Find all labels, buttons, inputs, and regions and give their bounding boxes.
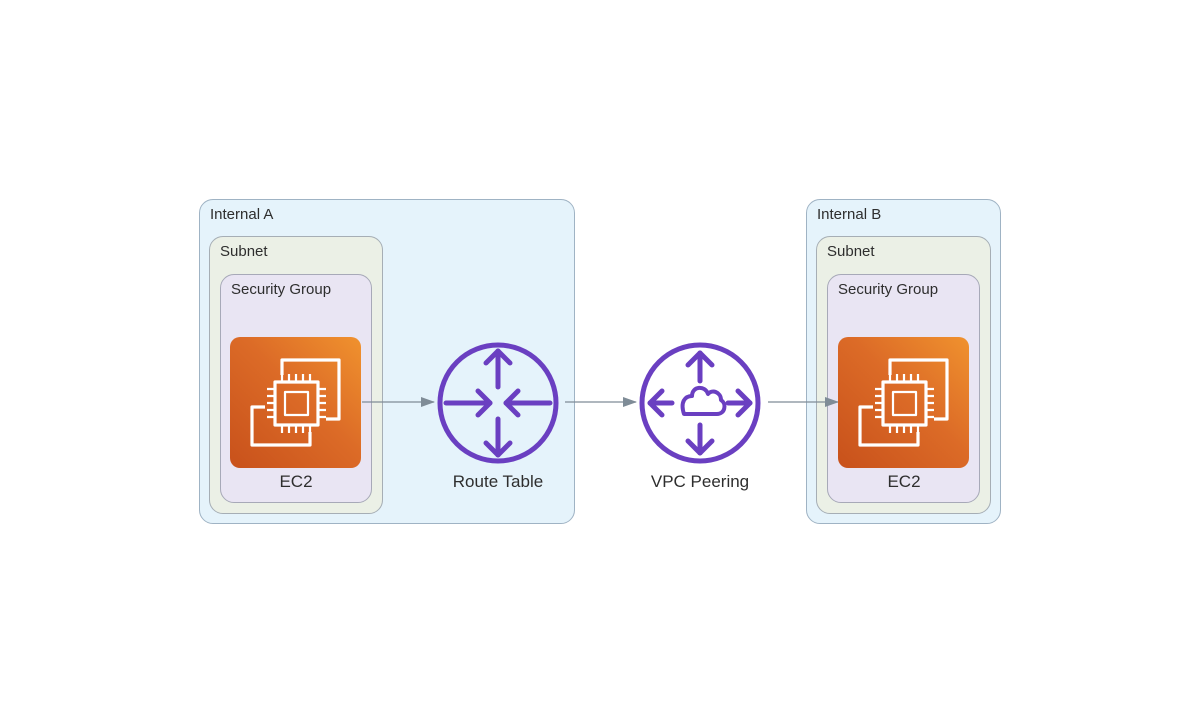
ec2-icon[interactable]	[838, 337, 969, 468]
subnet-label: Subnet	[827, 243, 875, 260]
vpc-peering-label: VPC Peering	[650, 472, 750, 491]
vpc-label: Internal B	[817, 206, 882, 223]
subnet-label: Subnet	[220, 243, 268, 260]
ec2-icon[interactable]	[230, 337, 361, 468]
ec2-label: EC2	[887, 472, 921, 491]
vpc-peering-icon[interactable]	[638, 341, 762, 470]
security-group-label: Security Group	[231, 281, 332, 298]
security-group-label: Security Group	[838, 281, 939, 298]
router-icon[interactable]	[436, 341, 560, 470]
vpc-label: Internal A	[210, 206, 274, 223]
route-table-label: Route Table	[452, 472, 544, 491]
ec2-label: EC2	[279, 472, 313, 491]
